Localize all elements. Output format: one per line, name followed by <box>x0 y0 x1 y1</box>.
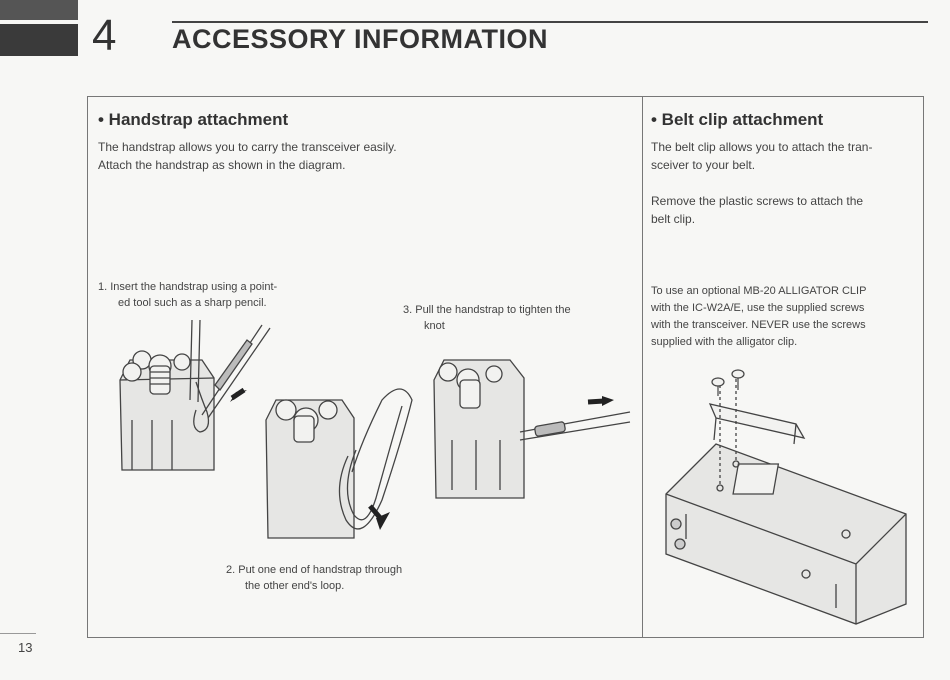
figure-step1-transceiver <box>119 320 271 471</box>
beltclip-p1-line1: The belt clip allows you to attach the t… <box>651 140 873 154</box>
chapter-number: 4 <box>92 11 117 60</box>
column-divider <box>642 96 643 638</box>
step2-line2: the other end's loop. <box>245 580 345 592</box>
chapter-title: ACCESSORY INFORMATION <box>172 24 549 54</box>
handstrap-intro-line2: Attach the handstrap as shown in the dia… <box>98 158 346 172</box>
beltclip-p2-line1: Remove the plastic screws to attach the <box>651 194 864 208</box>
step3-line1: 3. Pull the handstrap to tighten the <box>403 304 571 316</box>
handstrap-heading: • Handstrap attachment <box>98 110 289 129</box>
step2-line1: 2. Put one end of handstrap through <box>226 564 403 576</box>
beltclip-note-line3: with the transceiver. NEVER use the scre… <box>651 319 866 331</box>
chapter-side-tab-top <box>0 0 78 20</box>
page-number: 13 <box>18 640 33 655</box>
beltclip-note-line2: with the IC-W2A/E, use the supplied scre… <box>651 302 865 314</box>
screw-icon <box>711 369 745 396</box>
arrow-icon <box>602 396 614 406</box>
step3-line2: knot <box>424 320 445 332</box>
chapter-side-tab <box>0 24 78 56</box>
content-box <box>87 96 924 638</box>
figure-step3-transceiver <box>433 359 631 499</box>
step1-line1: 1. Insert the handstrap using a point- <box>98 281 278 293</box>
beltclip-p1-line2: sceiver to your belt. <box>651 158 756 172</box>
beltclip-heading: • Belt clip attachment <box>651 110 824 129</box>
step1-line2: ed tool such as a sharp pencil. <box>118 297 267 309</box>
beltclip-note-line1: To use an optional MB-20 ALLIGATOR CLIP <box>651 285 867 297</box>
figure-beltclip-transceiver <box>665 369 907 625</box>
page-number-rule <box>0 633 36 634</box>
beltclip-p2-line2: belt clip. <box>651 212 696 226</box>
title-rule <box>172 21 928 23</box>
handstrap-intro-line1: The handstrap allows you to carry the tr… <box>98 140 397 154</box>
beltclip-note-line4: supplied with the alligator clip. <box>651 336 798 348</box>
figure-step2-transceiver <box>265 388 413 539</box>
